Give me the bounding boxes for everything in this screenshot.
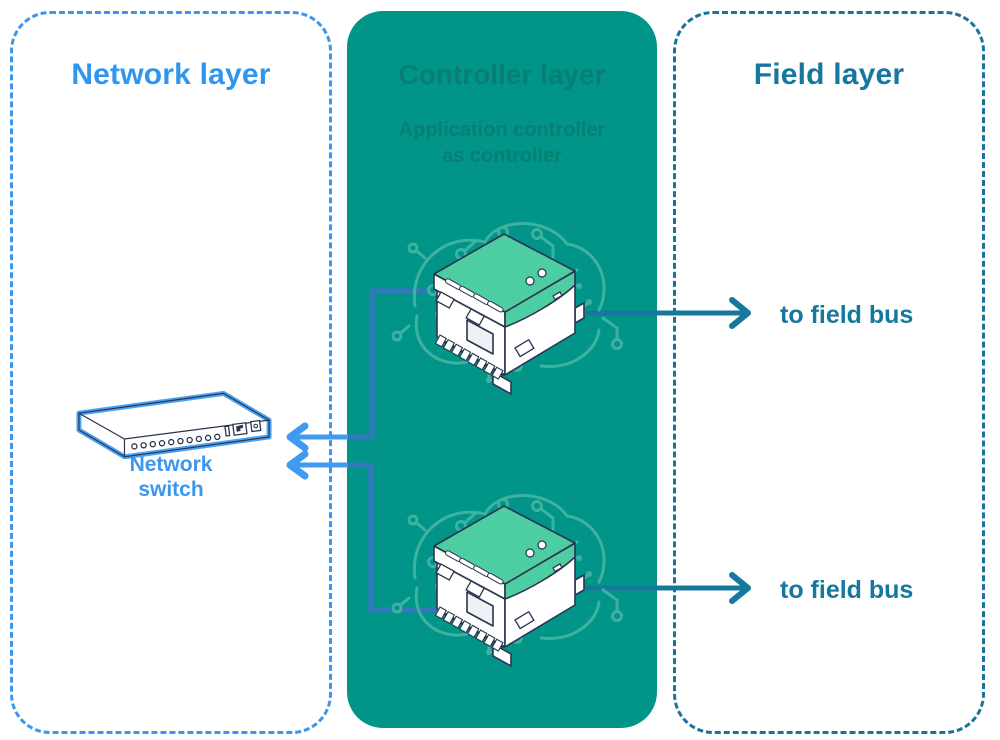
field-layer-panel: Field layer to field bus to field bus (673, 11, 985, 734)
field-bus-label-top: to field bus (780, 301, 914, 329)
network-layer-panel: Network layer Network switch (10, 11, 332, 734)
network-switch-label-line2: switch (138, 478, 204, 502)
field-bus-label-bottom: to field bus (780, 576, 914, 604)
controller-layer-subtitle: Application controller as controller (347, 117, 657, 169)
controller-layer-panel: Controller layer Application controller … (347, 11, 657, 728)
network-switch-label: Network switch (13, 452, 329, 502)
din-controller-icon (409, 498, 599, 673)
controller-layer-title: Controller layer (398, 59, 606, 90)
network-switch-label-line1: Network (129, 453, 213, 476)
controller-subtitle-line2: as controller (441, 145, 563, 167)
controller-device-top (381, 198, 633, 394)
controller-device-bottom (381, 470, 633, 666)
din-controller-icon (409, 226, 599, 401)
controller-subtitle-line1: Application controller (398, 119, 606, 141)
field-layer-title: Field layer (753, 58, 905, 91)
network-layer-title: Network layer (71, 58, 271, 91)
